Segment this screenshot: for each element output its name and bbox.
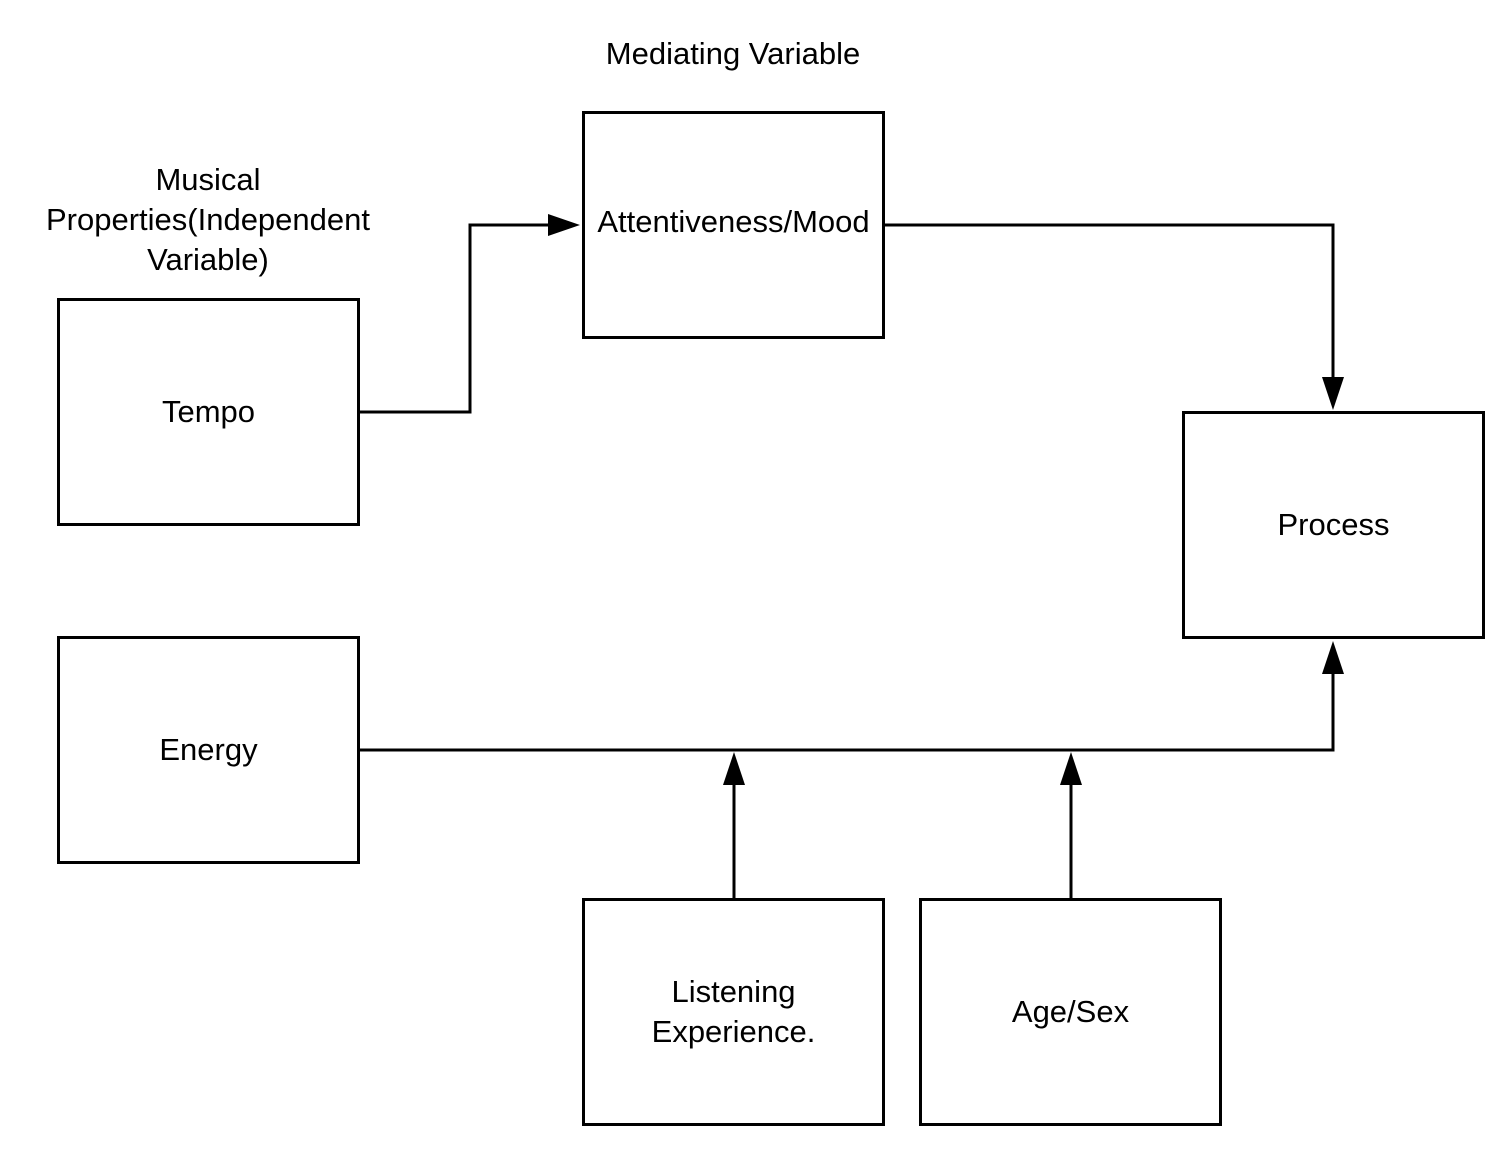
arrowhead-listening bbox=[723, 752, 745, 785]
node-attentiveness-mood: Attentiveness/Mood bbox=[582, 111, 885, 339]
independent-label-line-2: Properties(Independent bbox=[45, 202, 370, 237]
arrowhead-agesex bbox=[1060, 752, 1082, 785]
independent-variable-label: Musical Properties(Independent Variable) bbox=[20, 160, 396, 280]
node-process: Process bbox=[1182, 411, 1485, 639]
node-process-label: Process bbox=[1277, 507, 1390, 542]
edge-energy-to-process bbox=[359, 674, 1335, 752]
arrowhead-attentiveness bbox=[548, 214, 580, 236]
arrowhead-process-bottom bbox=[1322, 641, 1344, 674]
independent-label-line-1: Musical bbox=[155, 162, 261, 197]
edge-attentiveness-to-process bbox=[884, 223, 1335, 378]
node-energy: Energy bbox=[57, 636, 360, 864]
node-attentiveness-label: Attentiveness/Mood bbox=[597, 204, 870, 239]
node-tempo-label: Tempo bbox=[161, 394, 256, 429]
node-energy-label: Energy bbox=[159, 732, 258, 767]
node-agesex-label: Age/Sex bbox=[1011, 994, 1130, 1029]
independent-label-line-3: Variable) bbox=[147, 242, 269, 277]
node-listening-label: Listening Experience. bbox=[651, 974, 816, 1049]
node-listening-experience: Listening Experience. bbox=[582, 898, 885, 1126]
mediating-variable-label: Mediating Variable bbox=[605, 36, 861, 71]
arrowhead-process-top bbox=[1322, 377, 1344, 410]
node-tempo: Tempo bbox=[57, 298, 360, 526]
node-age-sex: Age/Sex bbox=[919, 898, 1222, 1126]
edge-tempo-to-attentiveness bbox=[359, 223, 550, 414]
